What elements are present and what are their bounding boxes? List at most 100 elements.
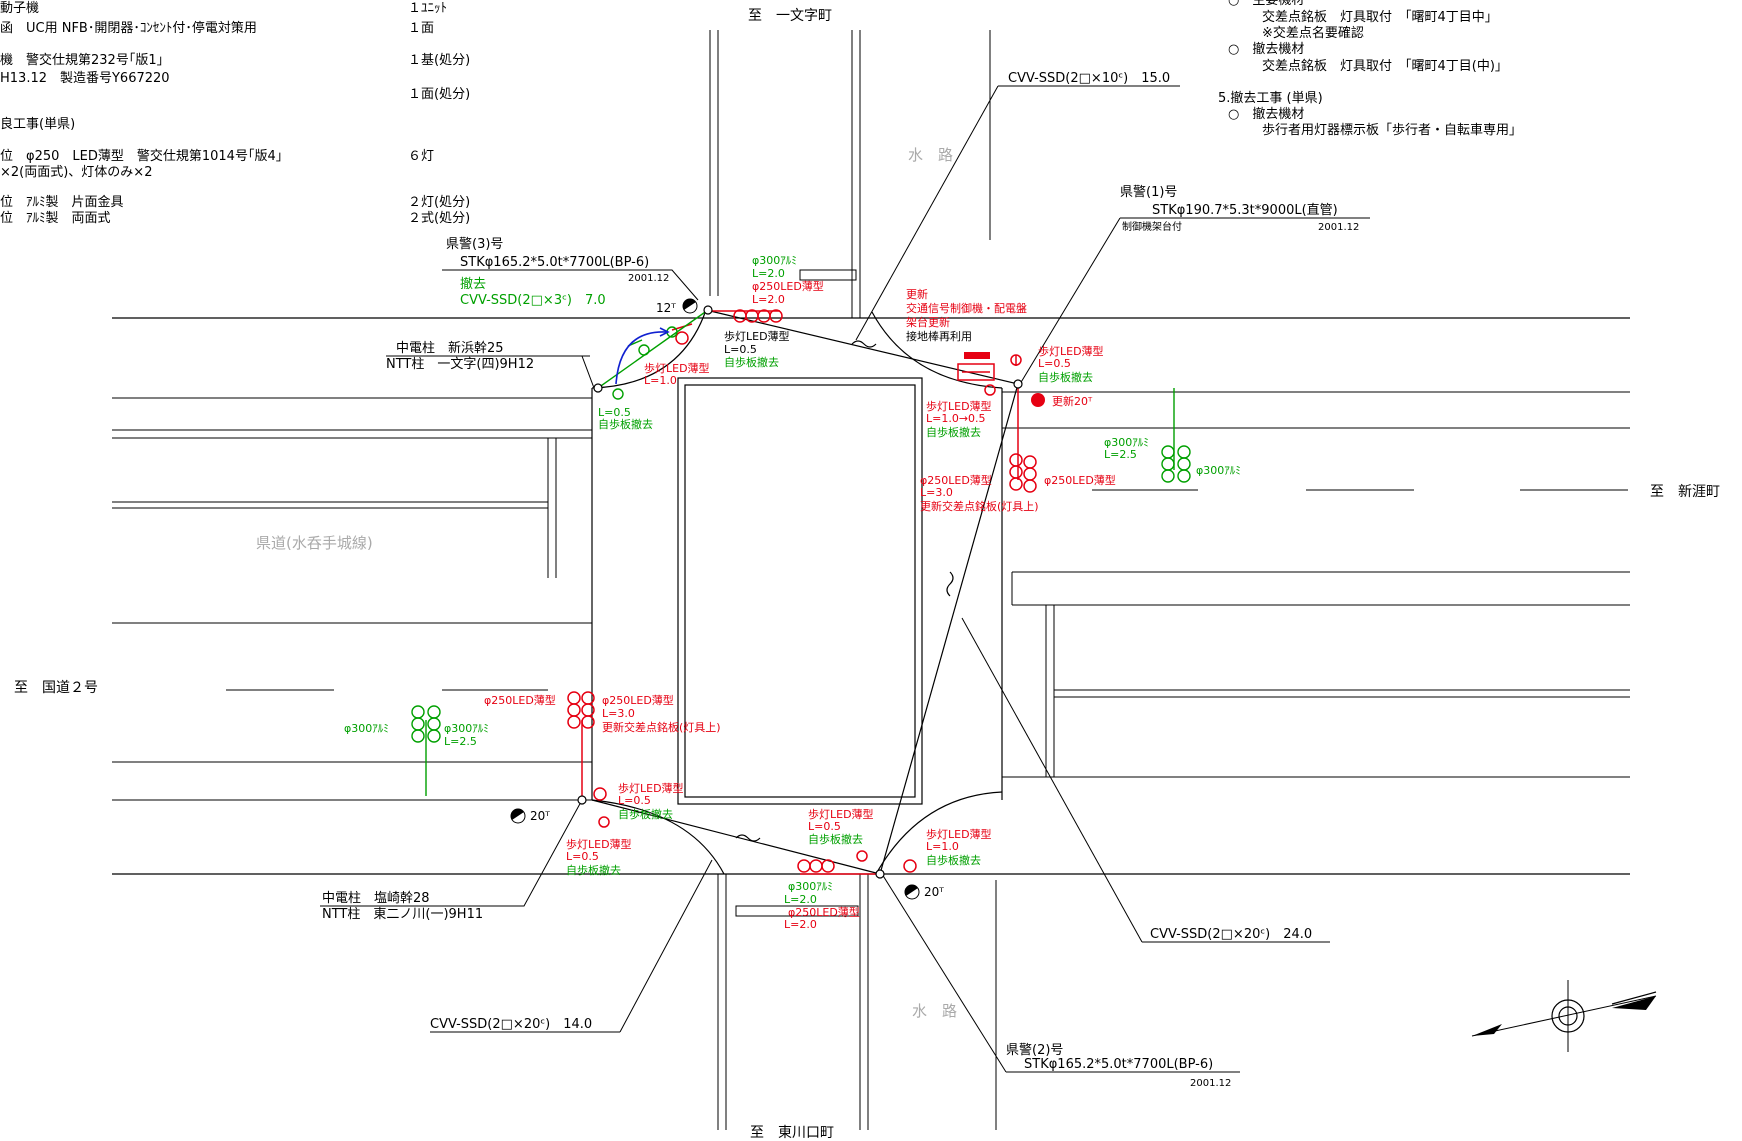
svg-text:L=1.0: L=1.0: [644, 374, 677, 387]
svg-text:位 ｱﾙﾐ製 片面金具: 位 ｱﾙﾐ製 片面金具: [0, 194, 124, 210]
svg-text:L=2.0: L=2.0: [784, 893, 817, 906]
svg-text:動子機: 動子機: [0, 1, 39, 16]
svg-text:自歩板撤去: 自歩板撤去: [566, 863, 621, 877]
svg-text:自歩板撤去: 自歩板撤去: [926, 425, 981, 439]
svg-text:φ300ｱﾙﾐ: φ300ｱﾙﾐ: [1196, 464, 1241, 477]
pole-markers: [510, 298, 1023, 900]
svg-text:CVV-SSD(2□×3ᶜ) 7.0: CVV-SSD(2□×3ᶜ) 7.0: [460, 293, 606, 308]
svg-text:１基(処分): １基(処分): [408, 53, 470, 68]
svg-text:L=0.5: L=0.5: [618, 794, 651, 807]
svg-text:自歩板撤去: 自歩板撤去: [618, 807, 673, 821]
svg-text:自歩板撤去: 自歩板撤去: [1038, 370, 1093, 384]
svg-text:2001.12: 2001.12: [628, 273, 669, 284]
direction-west: 至 国道２号: [14, 680, 98, 696]
svg-text:県警(1)号: 県警(1)号: [1120, 184, 1177, 200]
svg-text:※交差点名要確認: ※交差点名要確認: [1262, 25, 1364, 41]
svg-text:２灯(処分): ２灯(処分): [408, 195, 470, 210]
cable-routes: [320, 85, 1370, 1073]
svg-text:L=2.0: L=2.0: [784, 918, 817, 931]
svg-text:φ250LED薄型: φ250LED薄型: [788, 905, 860, 919]
svg-text:県警(2)号: 県警(2)号: [1006, 1042, 1063, 1058]
pole-labels: 県警(3)号 STKφ165.2*5.0t*7700L(BP-6) 2001.1…: [322, 184, 1359, 1089]
svg-text:○ 撤去機材: ○ 撤去機材: [1228, 41, 1304, 57]
svg-text:水 路: 水 路: [908, 146, 953, 164]
svg-text:20ᵀ: 20ᵀ: [924, 885, 944, 899]
svg-text:φ300ｱﾙﾐ: φ300ｱﾙﾐ: [788, 880, 833, 893]
svg-text:○ 撤去機材: ○ 撤去機材: [1228, 106, 1304, 122]
svg-text:×2(両面式)、灯体のみ×2: ×2(両面式)、灯体のみ×2: [0, 165, 152, 180]
svg-text:STKφ165.2*5.0t*7700L(BP-6): STKφ165.2*5.0t*7700L(BP-6): [460, 255, 649, 270]
svg-text:接地棒再利用: 接地棒再利用: [906, 329, 972, 343]
svg-text:撤去: 撤去: [460, 276, 486, 292]
svg-text:１面: １面: [408, 21, 434, 36]
svg-text:○ 主要機材: ○ 主要機材: [1228, 0, 1304, 8]
svg-text:自歩板撤去: 自歩板撤去: [808, 832, 863, 846]
direction-south: 至 東川口町: [750, 1125, 834, 1141]
svg-text:函 UC用 NFB･開閉器･ｺﾝｾﾝﾄ付･停電対策用: 函 UC用 NFB･開閉器･ｺﾝｾﾝﾄ付･停電対策用: [0, 20, 257, 36]
svg-text:CVV-SSD(2□×20ᶜ) 14.0: CVV-SSD(2□×20ᶜ) 14.0: [430, 1017, 592, 1032]
svg-text:2001.12: 2001.12: [1318, 222, 1359, 233]
svg-text:歩灯LED薄型: 歩灯LED薄型: [1038, 344, 1104, 358]
svg-text:歩灯LED薄型: 歩灯LED薄型: [724, 329, 790, 343]
svg-text:φ250LED薄型: φ250LED薄型: [484, 693, 556, 707]
svg-text:φ300ｱﾙﾐ: φ300ｱﾙﾐ: [444, 722, 489, 735]
svg-text:2001.12: 2001.12: [1190, 1078, 1231, 1089]
svg-text:位 ｱﾙﾐ製 両面式: 位 ｱﾙﾐ製 両面式: [0, 211, 111, 226]
svg-text:良工事(単県): 良工事(単県): [0, 116, 75, 132]
svg-text:φ250LED薄型: φ250LED薄型: [602, 693, 674, 707]
svg-text:L=2.0: L=2.0: [752, 293, 785, 306]
svg-text:県警(3)号: 県警(3)号: [446, 236, 503, 252]
svg-text:L=1.0: L=1.0: [926, 840, 959, 853]
svg-text:NTT柱 一文字(四)9H12: NTT柱 一文字(四)9H12: [386, 357, 534, 372]
svg-text:NTT柱 東二ノ川(一)9H11: NTT柱 東二ノ川(一)9H11: [322, 906, 483, 922]
svg-text:制御機架台付: 制御機架台付: [1122, 220, 1182, 233]
svg-text:L=0.5: L=0.5: [724, 343, 757, 356]
svg-text:自歩板撤去: 自歩板撤去: [598, 417, 653, 431]
svg-text:歩灯LED薄型: 歩灯LED薄型: [926, 827, 992, 841]
svg-text:L=0.5: L=0.5: [808, 820, 841, 833]
background-labels: 県道(水呑手城線) 水 路 水 路: [256, 146, 957, 1020]
svg-text:県道(水呑手城線): 県道(水呑手城線): [256, 534, 373, 552]
svg-text:歩灯LED薄型: 歩灯LED薄型: [926, 399, 992, 413]
svg-text:5.撤去工事 (単県): 5.撤去工事 (単県): [1218, 90, 1323, 106]
removal-arc: [615, 331, 667, 385]
svg-text:φ250LED薄型: φ250LED薄型: [752, 279, 824, 293]
svg-text:機 警交仕規第232号｢版1｣: 機 警交仕規第232号｢版1｣: [0, 52, 163, 68]
svg-text:φ250LED薄型: φ250LED薄型: [920, 473, 992, 487]
svg-text:φ300ｱﾙﾐ: φ300ｱﾙﾐ: [344, 722, 389, 735]
svg-text:L=3.0: L=3.0: [920, 486, 953, 499]
svg-text:CVV-SSD(2□×10ᶜ) 15.0: CVV-SSD(2□×10ᶜ) 15.0: [1008, 71, 1170, 86]
svg-text:位 φ250 LED薄型 警交仕規第1014号｢版4｣: 位 φ250 LED薄型 警交仕規第1014号｢版4｣: [0, 148, 282, 164]
svg-text:L=2.5: L=2.5: [444, 735, 477, 748]
svg-text:自歩板撤去: 自歩板撤去: [926, 853, 981, 867]
svg-text:交通信号制御機・配電盤: 交通信号制御機・配電盤: [906, 301, 1027, 315]
svg-text:20ᵀ: 20ᵀ: [530, 809, 550, 823]
svg-text:STKφ165.2*5.0t*7700L(BP-6): STKφ165.2*5.0t*7700L(BP-6): [1024, 1057, 1213, 1072]
svg-text:φ250LED薄型: φ250LED薄型: [1044, 473, 1116, 487]
svg-text:更新: 更新: [906, 287, 928, 301]
svg-text:交差点銘板 灯具取付 「曙町4丁目中」: 交差点銘板 灯具取付 「曙町4丁目中」: [1262, 9, 1498, 25]
svg-text:L=0.5: L=0.5: [566, 850, 599, 863]
svg-text:中電柱 新浜幹25: 中電柱 新浜幹25: [396, 340, 504, 356]
svg-text:自歩板撤去: 自歩板撤去: [724, 355, 779, 369]
svg-text:L=0.5: L=0.5: [1038, 357, 1071, 370]
svg-text:L=1.0→0.5: L=1.0→0.5: [926, 412, 986, 425]
svg-text:L=2.0: L=2.0: [752, 267, 785, 280]
green-labels: 撤去 CVV-SSD(2□×3ᶜ) 7.0 φ300ｱﾙﾐ L=2.0 自歩板撤…: [344, 254, 1241, 906]
svg-text:歩灯LED薄型: 歩灯LED薄型: [566, 837, 632, 851]
svg-text:CVV-SSD(2□×20ᶜ) 24.0: CVV-SSD(2□×20ᶜ) 24.0: [1150, 927, 1312, 942]
svg-text:H13.12 製造番号Y667220: H13.12 製造番号Y667220: [0, 71, 170, 86]
svg-text:歩灯LED薄型: 歩灯LED薄型: [808, 807, 874, 821]
direction-north: 至 一文字町: [748, 8, 832, 24]
svg-text:φ300ｱﾙﾐ: φ300ｱﾙﾐ: [1104, 436, 1149, 449]
svg-text:L=0.5: L=0.5: [598, 406, 631, 419]
svg-text:更新交差点銘板(灯具上): 更新交差点銘板(灯具上): [920, 499, 1039, 513]
road-lines: [112, 30, 1630, 1130]
svg-text:架台更新: 架台更新: [906, 315, 950, 329]
svg-text:φ300ｱﾙﾐ: φ300ｱﾙﾐ: [752, 254, 797, 267]
svg-text:６灯: ６灯: [408, 149, 434, 164]
svg-text:L=3.0: L=3.0: [602, 707, 635, 720]
svg-text:更新20ᵀ: 更新20ᵀ: [1052, 394, 1093, 408]
svg-text:歩灯LED薄型: 歩灯LED薄型: [644, 361, 710, 375]
